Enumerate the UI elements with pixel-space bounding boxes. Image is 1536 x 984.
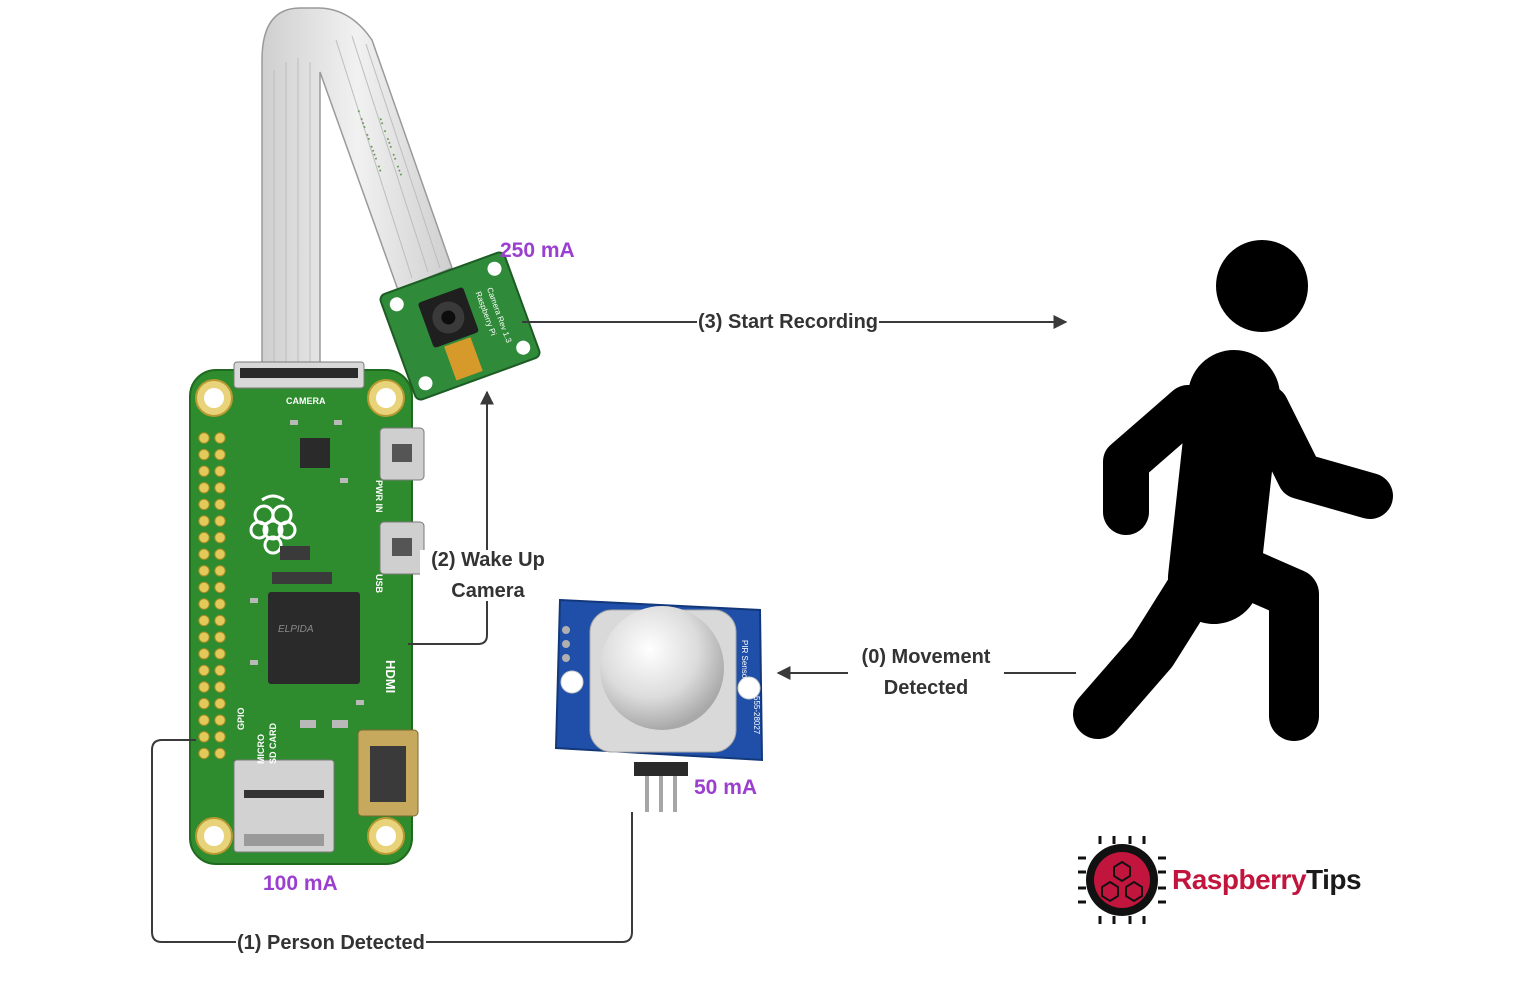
gpio-pin-hole (198, 614, 210, 627)
gpio-pin-hole (198, 731, 210, 743)
svg-text:CAMERA: CAMERA (286, 396, 326, 406)
svg-text:PWR IN: PWR IN (374, 480, 384, 513)
gpio-pin-hole (198, 714, 210, 726)
step2-label: (2) Wake Up Camera (420, 550, 556, 601)
pi-current-label: 100 mA (263, 872, 338, 895)
gpio-pin-hole (214, 548, 226, 560)
step1-label: (1) Person Detected (236, 932, 426, 954)
gpio-pin-hole (214, 681, 226, 693)
gpio-pin-hole (214, 531, 226, 544)
gpio-pin-hole (214, 631, 226, 643)
gpio-pin-hole (214, 498, 226, 511)
logo-word-tips: Tips (1306, 864, 1362, 895)
step2-line2: Camera (451, 580, 525, 602)
step3-label: (3) Start Recording (697, 311, 880, 333)
step0-label: (0) Movement Detected (848, 647, 1004, 698)
gpio-pin-hole (198, 432, 210, 444)
raspberry-pi-zero-board: ELPIDA CAMERA GPIO MICRO SD CARD PWR IN … (189, 361, 425, 865)
gpio-pin-hole (198, 648, 210, 660)
logo-word-raspberry: Raspberry (1172, 864, 1307, 895)
gpio-pin-hole (214, 448, 226, 461)
gpio-pin-hole (214, 731, 226, 743)
raspberry-tips-logo: RaspberryTips (1172, 864, 1362, 895)
svg-text:HDMI: HDMI (383, 660, 398, 693)
gpio-pin-hole (214, 482, 226, 494)
pir-motion-sensor: PIR Sensor 555-28027 (554, 598, 764, 812)
gpio-pin-hole (198, 498, 210, 511)
svg-text:PIR Sensor: PIR Sensor (740, 640, 749, 681)
svg-text:MICRO: MICRO (256, 734, 266, 764)
gpio-pin-hole (198, 448, 210, 461)
gpio-pin-hole (198, 697, 210, 710)
step0-line1: (0) Movement (861, 646, 991, 668)
gpio-pin-hole (198, 631, 210, 643)
camera-current-label: 250 mA (500, 239, 575, 262)
camera-module: Raspberry Pi Camera Rev 1.3 (379, 251, 541, 401)
walking-person-icon (1073, 240, 1393, 741)
gpio-pin-hole (198, 747, 210, 760)
step2-line1: (2) Wake Up (431, 549, 545, 571)
svg-text:GPIO: GPIO (236, 707, 246, 730)
gpio-pin-hole (214, 432, 226, 444)
gpio-pin-hole (198, 598, 210, 610)
gpio-pin-hole (198, 482, 210, 494)
gpio-pin-hole (214, 648, 226, 660)
arrow-wake-up-camera (408, 390, 494, 645)
gpio-pin-hole (198, 531, 210, 544)
gpio-pin-hole (198, 548, 210, 560)
gpio-pin-hole (214, 515, 226, 527)
gpio-pin-hole (214, 565, 226, 577)
svg-text:SD CARD: SD CARD (268, 722, 278, 764)
step0-line2: Detected (883, 677, 969, 699)
line-person-detected (151, 739, 633, 943)
ribbon-cable: ▪ ▪▪▪ ▪▪ ▪▪▪▪ ▪▪ ▪▪ ▪ ▪▪▪ ▪▪ ▪▪▪ (261, 7, 453, 371)
gpio-pin-hole (214, 714, 226, 726)
gpio-pin-hole (198, 515, 210, 527)
svg-text:USB: USB (374, 574, 384, 594)
gpio-pin-hole (214, 598, 226, 610)
raspberry-tips-logo-icon (1078, 836, 1166, 924)
gpio-pin-hole (198, 465, 210, 477)
gpio-pin-hole (214, 747, 226, 760)
gpio-pin-hole (214, 581, 226, 594)
gpio-pin-hole (198, 565, 210, 577)
svg-text:555-28027: 555-28027 (752, 696, 761, 735)
gpio-pin-hole (214, 664, 226, 677)
gpio-pin-hole (198, 581, 210, 594)
gpio-pin-hole (214, 614, 226, 627)
gpio-pin-hole (198, 681, 210, 693)
gpio-pin-hole (214, 465, 226, 477)
svg-text:ELPIDA: ELPIDA (278, 624, 314, 635)
gpio-pin-hole (198, 664, 210, 677)
sensor-current-label: 50 mA (694, 776, 758, 799)
gpio-pin-hole (214, 697, 226, 710)
